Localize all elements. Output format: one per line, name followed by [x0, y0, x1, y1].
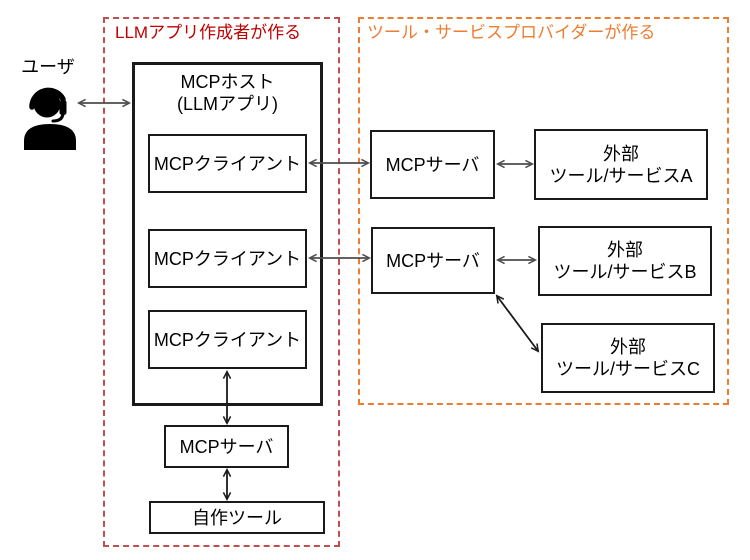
remote-mcp-server-box-1: MCPサーバ	[370, 130, 495, 199]
local-mcp-server-box: MCPサーバ	[164, 425, 289, 468]
llm-region-label: LLMアプリ作成者が作る	[115, 23, 302, 42]
provider-region-label: ツール・サービスプロバイダーが作る	[367, 23, 656, 42]
external-tool-c-line2: ツール/サービスC	[556, 359, 700, 379]
external-tool-box-b: 外部 ツール/サービスB	[538, 226, 712, 296]
mcp-client-box-1: MCPクライアント	[148, 134, 307, 193]
mcp-host-title-line1: MCPホスト	[180, 72, 275, 92]
remote-mcp-server-box-2: MCPサーバ	[371, 227, 495, 294]
external-tool-a-line2: ツール/サービスA	[549, 165, 693, 186]
mcp-host-title: MCPホスト (LLMアプリ)	[177, 71, 278, 115]
local-tool-box: 自作ツール	[149, 501, 325, 534]
mcp-client-box-2: MCPクライアント	[148, 229, 307, 288]
mcp-host-title-line2: (LLMアプリ)	[176, 94, 278, 114]
external-tool-box-a: 外部 ツール/サービスA	[534, 129, 708, 200]
external-tool-a-line1: 外部	[602, 143, 639, 164]
external-tool-b-line1: 外部	[606, 240, 643, 260]
llm-region	[103, 17, 340, 547]
external-tool-box-c: 外部 ツール/サービスC	[541, 323, 715, 393]
external-tool-c-line1: 外部	[610, 337, 646, 357]
external-tool-b-line2: ツール/サービスB	[553, 262, 697, 282]
user-label: ユーザ	[21, 57, 75, 77]
provider-region	[358, 17, 729, 405]
mcp-client-box-3: MCPクライアント	[148, 310, 307, 369]
headset-person-icon	[24, 87, 76, 150]
